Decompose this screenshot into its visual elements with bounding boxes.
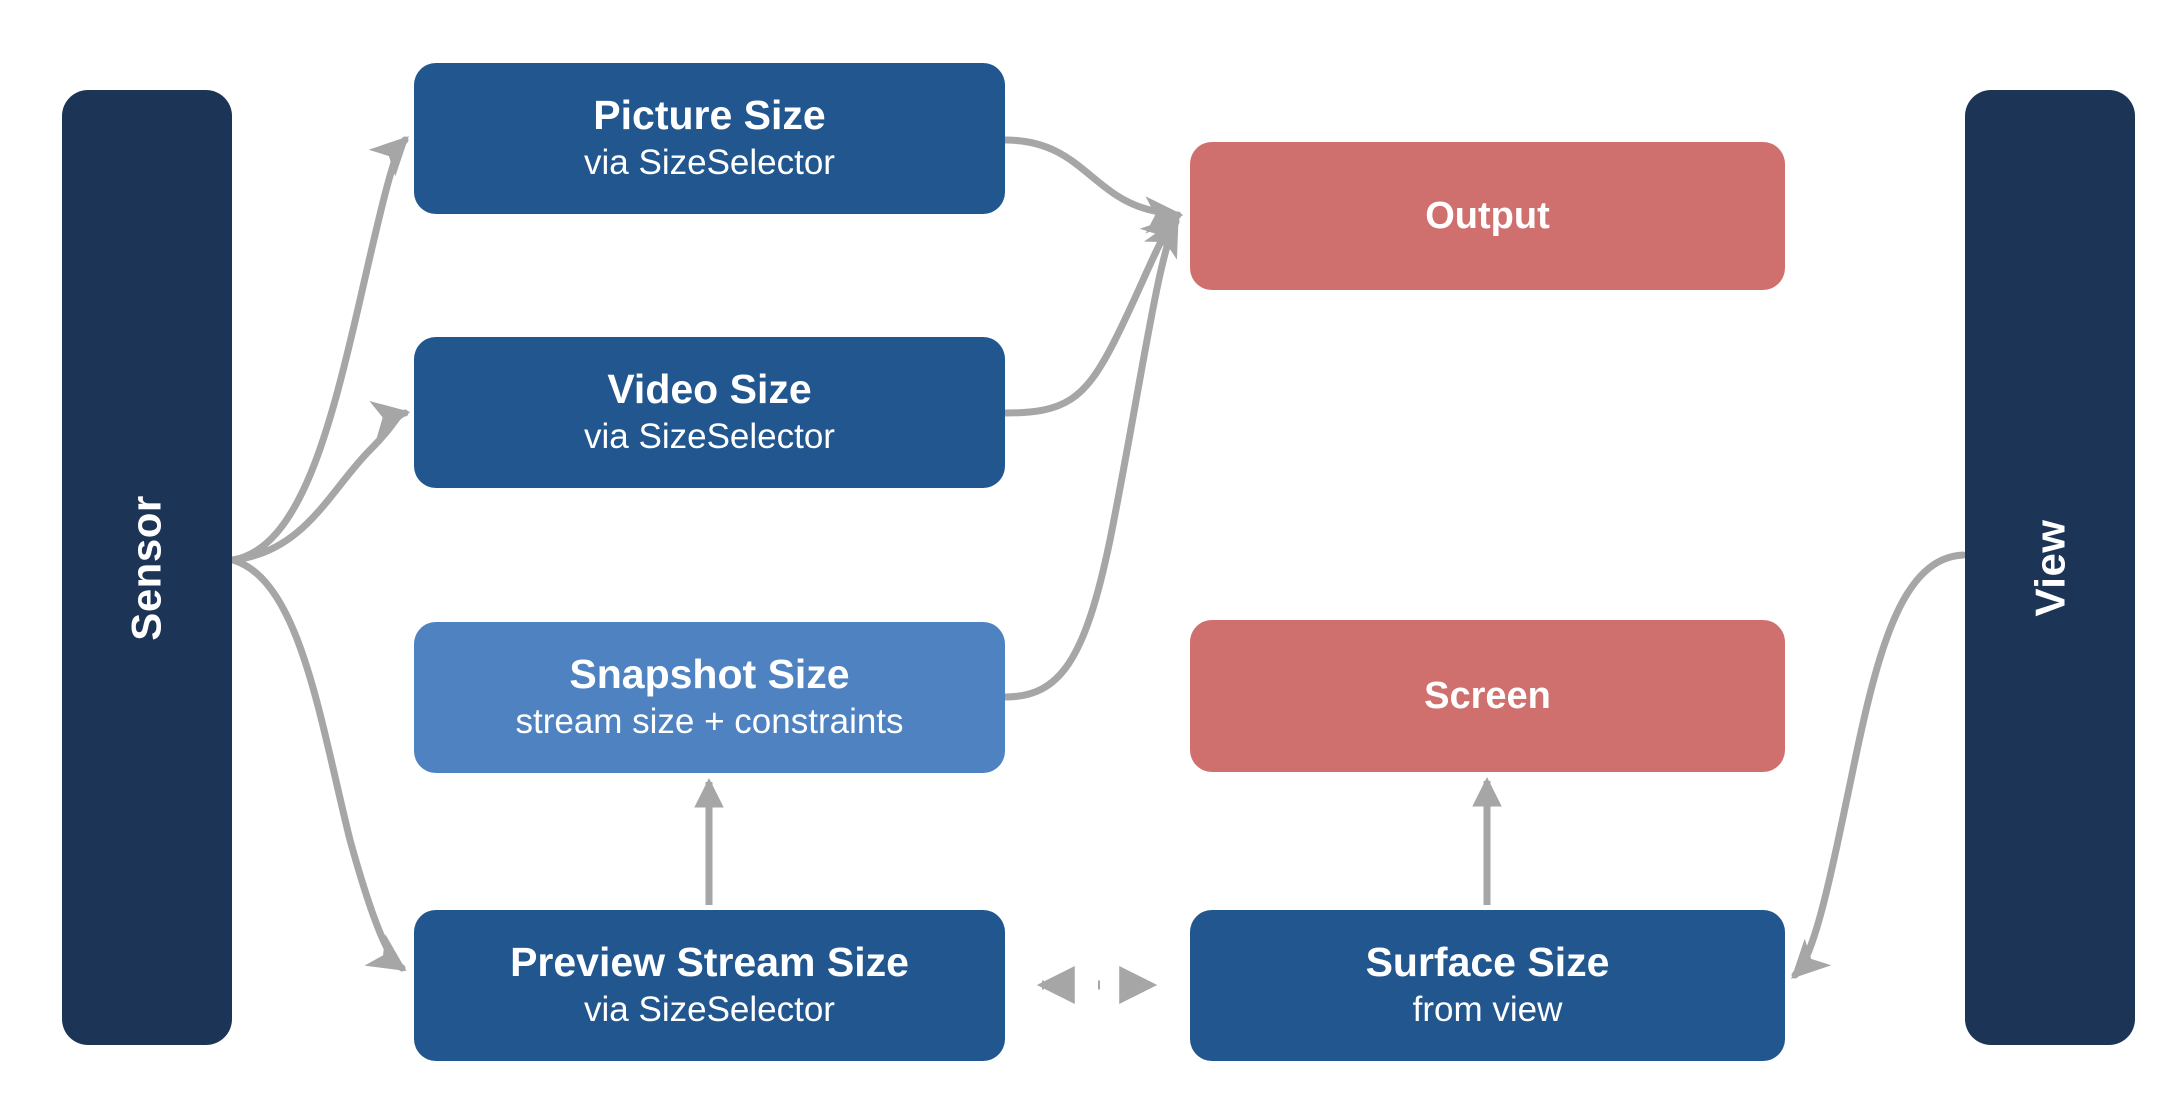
- rail-sensor-label: Sensor: [122, 494, 170, 641]
- node-picture-size[interactable]: Picture Size via SizeSelector: [414, 63, 1005, 214]
- node-picture-size-title: Picture Size: [593, 91, 826, 138]
- node-output[interactable]: Output: [1190, 142, 1785, 290]
- node-screen-title: Screen: [1424, 674, 1551, 717]
- node-preview-stream-size-title: Preview Stream Size: [510, 938, 909, 985]
- node-video-size-subtitle: via SizeSelector: [584, 417, 835, 457]
- node-video-size[interactable]: Video Size via SizeSelector: [414, 337, 1005, 488]
- node-snapshot-size-title: Snapshot Size: [569, 650, 850, 697]
- node-preview-stream-size[interactable]: Preview Stream Size via SizeSelector: [414, 910, 1005, 1061]
- node-surface-size[interactable]: Surface Size from view: [1190, 910, 1785, 1061]
- edge-sensor-to-video-size: [229, 400, 411, 564]
- node-surface-size-subtitle: from view: [1412, 990, 1563, 1030]
- edge-view-to-surface-size: [1791, 551, 1967, 979]
- node-snapshot-size[interactable]: Snapshot Size stream size + constraints: [414, 622, 1005, 773]
- edge-sensor-to-preview-stream-size: [229, 556, 407, 972]
- node-snapshot-size-subtitle: stream size + constraints: [515, 702, 904, 742]
- node-preview-stream-size-subtitle: via SizeSelector: [584, 990, 835, 1030]
- node-video-size-title: Video Size: [607, 365, 812, 412]
- edge-picture-size-to-output: [1001, 136, 1184, 234]
- edge-snapshot-size-to-output: [1001, 217, 1180, 701]
- node-picture-size-subtitle: via SizeSelector: [584, 143, 835, 183]
- rail-sensor[interactable]: Sensor: [62, 90, 232, 1045]
- rail-view-label: View: [2025, 519, 2073, 616]
- edge-video-size-to-output: [1001, 215, 1180, 417]
- edge-sensor-to-picture-size: [229, 136, 409, 564]
- node-output-title: Output: [1425, 194, 1550, 237]
- node-surface-size-title: Surface Size: [1365, 938, 1610, 985]
- node-screen[interactable]: Screen: [1190, 620, 1785, 772]
- rail-view[interactable]: View: [1965, 90, 2135, 1045]
